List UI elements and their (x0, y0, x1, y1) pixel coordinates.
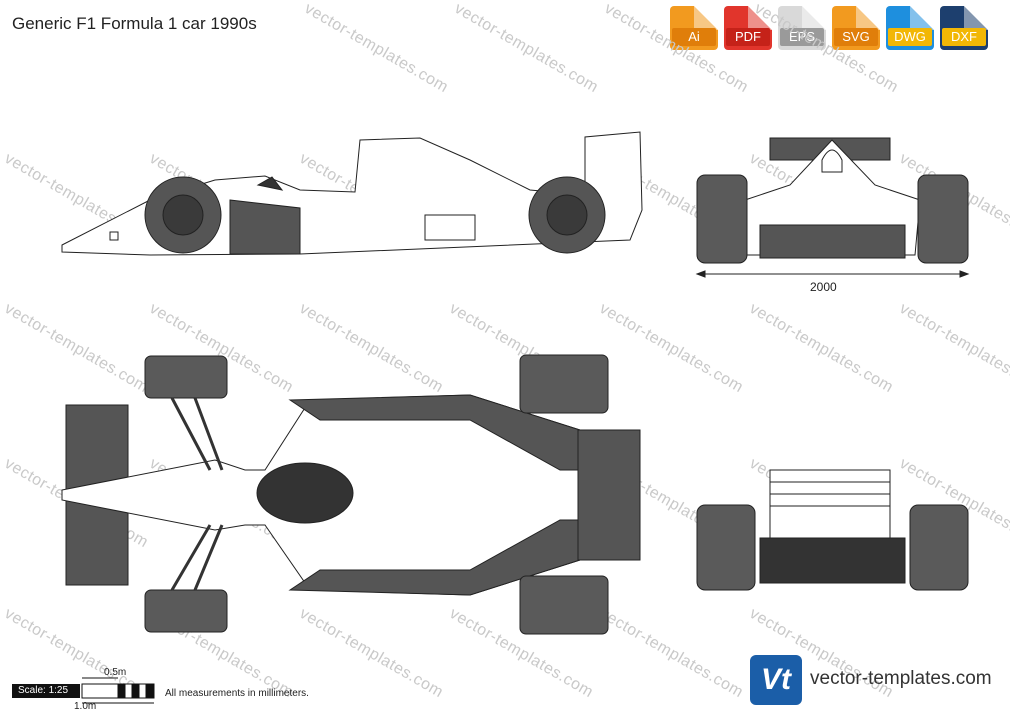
page-title: Generic F1 Formula 1 car 1990s (12, 14, 257, 33)
front-left-tyre (696, 174, 748, 264)
format-badge-dwg[interactable]: DWG (886, 6, 934, 50)
format-label: Ai (672, 28, 716, 46)
rear-left-tyre (696, 504, 756, 591)
scale-one-meter: 1.0m (74, 701, 97, 712)
format-badge-dxf[interactable]: DXF (940, 6, 988, 50)
format-label: EPS (780, 28, 824, 46)
format-label: DWG (888, 28, 932, 46)
scale-label: Scale: 1:25 (12, 684, 80, 698)
format-badge-eps[interactable]: EPS (778, 6, 826, 50)
logo-badge[interactable]: Vt (750, 655, 802, 705)
top-rear-left-tyre (519, 354, 609, 414)
side-intake (424, 214, 476, 241)
side-view (61, 131, 643, 256)
side-pod-dark (229, 199, 301, 255)
scale-bar (81, 677, 155, 704)
rear-right-tyre (909, 504, 969, 591)
front-view (695, 137, 970, 278)
top-view (61, 354, 641, 635)
rear-view (696, 469, 969, 591)
front-right-tyre (917, 174, 969, 264)
format-label: PDF (726, 28, 770, 46)
format-label: DXF (942, 28, 986, 46)
format-label: SVG (834, 28, 878, 46)
format-badge-ai[interactable]: Ai (670, 6, 718, 50)
format-badge-pdf[interactable]: PDF (724, 6, 772, 50)
rear-wing-top (577, 429, 641, 561)
top-front-left-tyre (144, 355, 228, 399)
width-dimension-label: 2000 (810, 280, 837, 294)
scale-half-meter: 0.5m (104, 667, 127, 678)
format-badges: Ai PDF EPS SVG DWG DXF (670, 6, 988, 50)
top-rear-right-tyre (519, 575, 609, 635)
logo-text[interactable]: vector-templates.com (810, 668, 992, 689)
format-badge-svg[interactable]: SVG (832, 6, 880, 50)
top-front-right-tyre (144, 589, 228, 633)
measurements-note: All measurements in millimeters. (165, 688, 309, 699)
cockpit (256, 462, 354, 524)
